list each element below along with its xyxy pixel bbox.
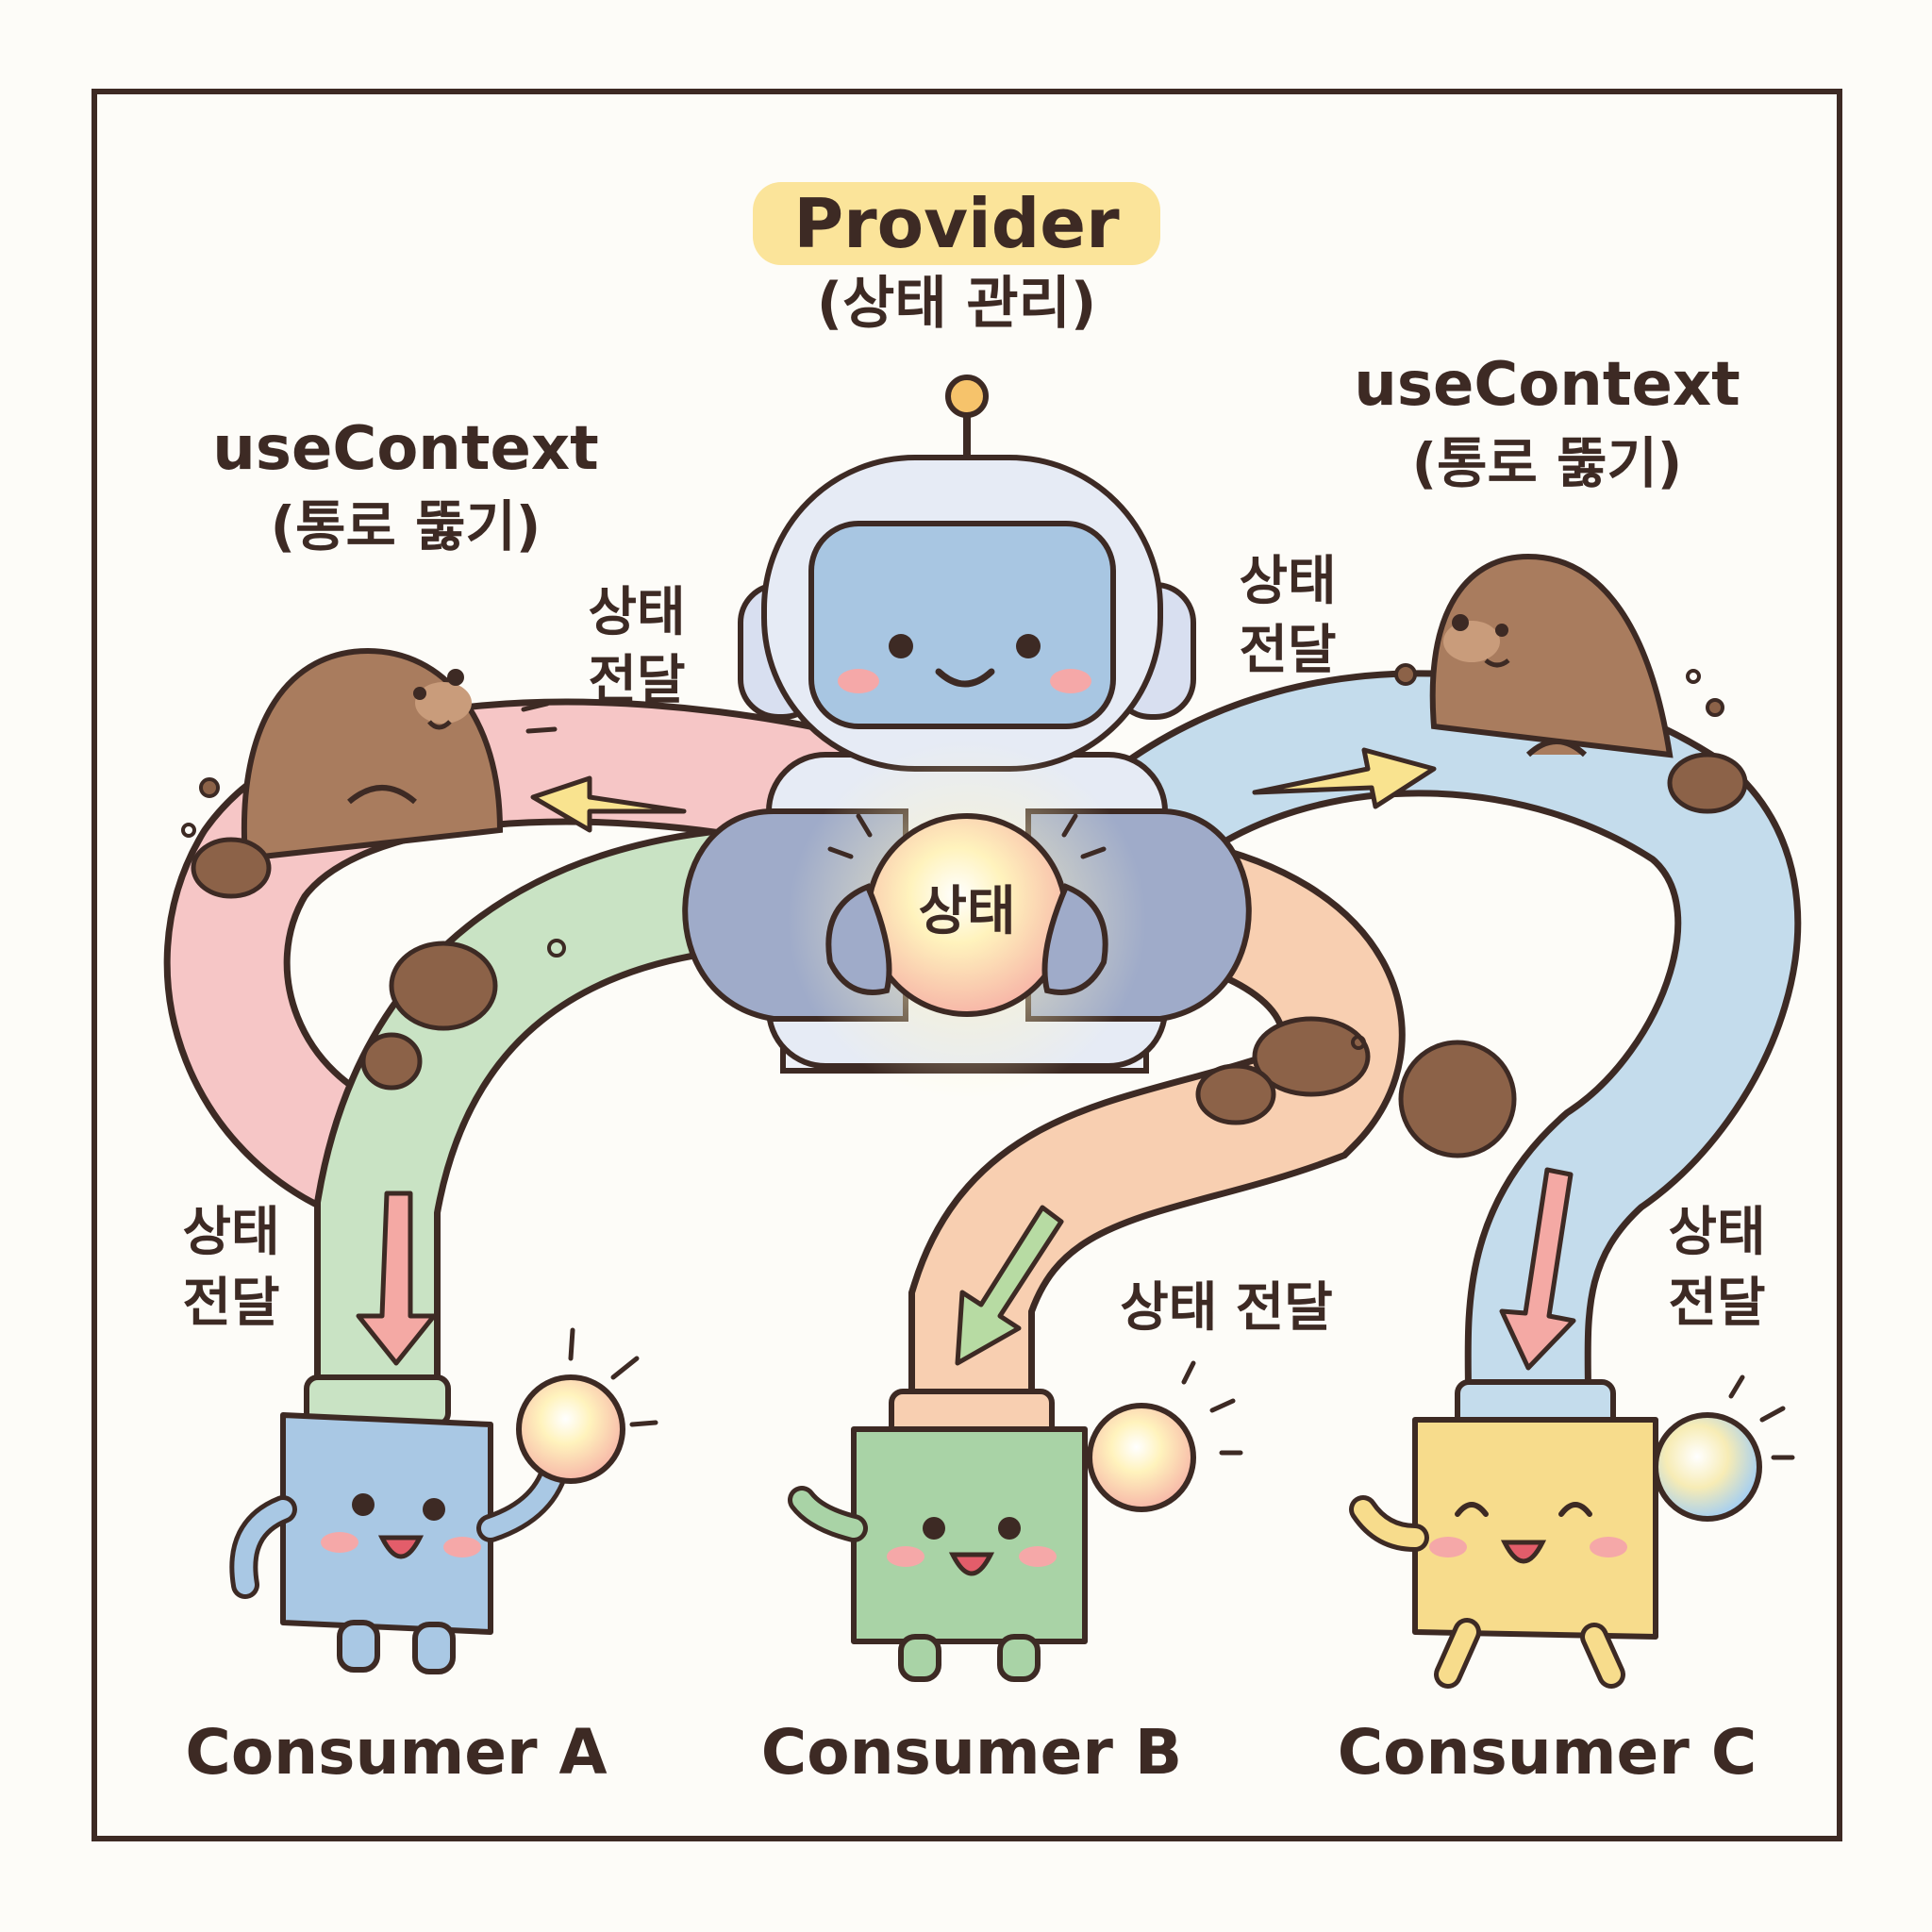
arrow-to-right-tunnel: [1252, 747, 1437, 809]
state-orb-label: 상태: [918, 881, 1016, 942]
consumer-b-character: [788, 1360, 1243, 1682]
peach-tube: [908, 839, 1406, 1415]
robot-screen: [808, 521, 1116, 729]
left-tunnel-title: useContext: [212, 414, 599, 484]
provider-robot: [682, 375, 1252, 1099]
provider-title-highlight: [753, 182, 1160, 265]
right-tunnel-pass-bottom: 전달: [1239, 620, 1337, 681]
right-mole: [1394, 553, 1748, 814]
consumer-c-pass-top: 상태: [1668, 1202, 1766, 1263]
consumer-a-pass-top: 상태: [182, 1202, 280, 1263]
right-tunnel-subtitle: (통로 뚫기): [1411, 431, 1683, 495]
provider-title: Provider: [793, 184, 1120, 263]
dirt-clumps: [360, 939, 1517, 1158]
consumer-c-name: Consumer C: [1337, 1716, 1757, 1789]
left-tunnel-pass-top: 상태: [588, 582, 686, 643]
arrow-to-consumer-c: [1499, 1167, 1576, 1371]
consumer-a-character: [229, 1327, 658, 1674]
consumer-a-name: Consumer A: [185, 1716, 608, 1789]
right-tunnel-pass-top: 상태: [1239, 551, 1337, 612]
provider-subtitle: (상태 관리): [816, 271, 1097, 337]
antenna-icon: [945, 375, 989, 418]
arrow-to-consumer-a: [356, 1191, 437, 1366]
consumer-b-name: Consumer B: [760, 1716, 1183, 1789]
diagram-frame: [92, 89, 1842, 1841]
left-tunnel-pass-bottom: 전달: [588, 650, 686, 711]
arrow-to-left-tunnel: [530, 775, 687, 833]
consumer-c-character: [1349, 1374, 1795, 1689]
consumer-b-pass-label: 상태 전달: [1120, 1277, 1333, 1339]
arrow-to-consumer-b: [955, 1205, 1064, 1366]
green-tube: [314, 828, 725, 1396]
consumer-a-pass-bottom: 전달: [182, 1273, 280, 1334]
left-mole: [181, 647, 558, 899]
direction-arrows: [356, 747, 1576, 1371]
left-tunnel-subtitle: (통로 뚫기): [270, 494, 541, 558]
right-tunnel-title: useContext: [1354, 350, 1740, 420]
consumer-c-pass-bottom: 전달: [1668, 1273, 1766, 1334]
